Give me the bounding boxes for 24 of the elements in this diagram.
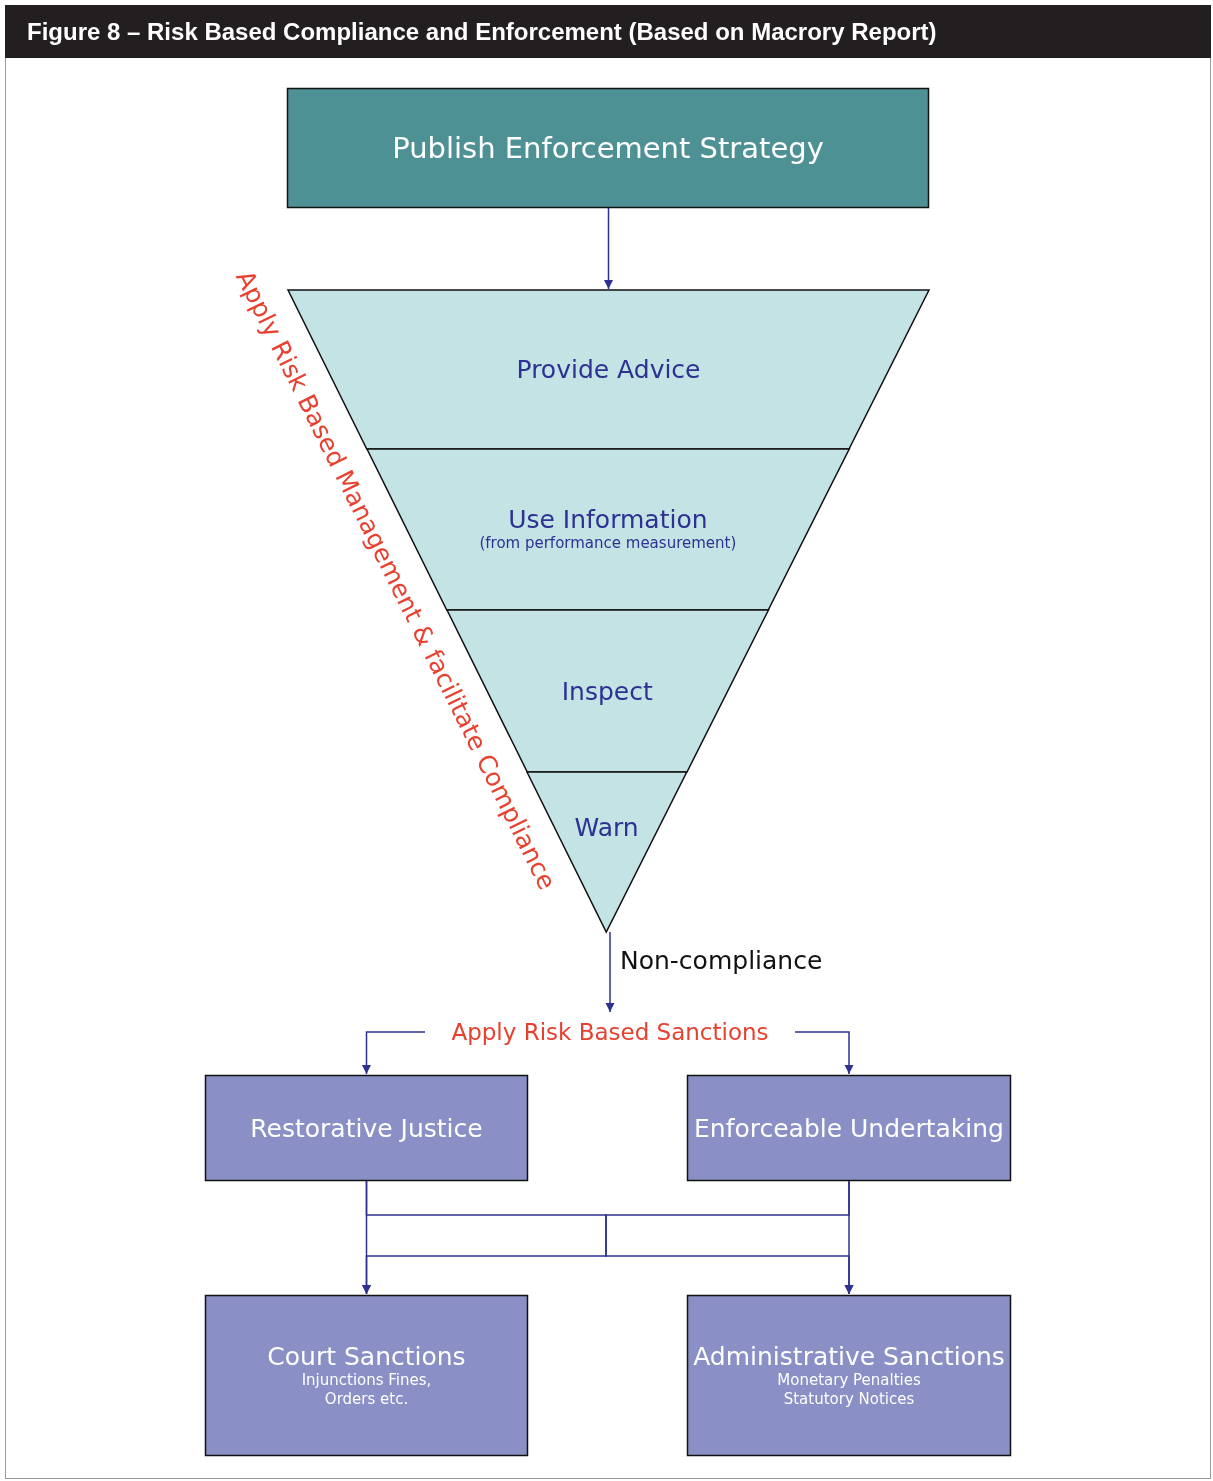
node-subtext: Injunctions Fines, Orders etc. <box>300 1370 433 1410</box>
node-title: Administrative Sanctions <box>693 1341 1005 1371</box>
arrow <box>604 207 613 290</box>
sanction-box <box>205 1295 528 1456</box>
process-box <box>287 88 929 208</box>
arrow <box>362 1031 426 1075</box>
node-title: Warn <box>574 812 639 842</box>
node-title: Restorative Justice <box>250 1113 483 1143</box>
node-subtext: (from performance measurement) <box>479 534 737 554</box>
arrow <box>794 1031 854 1075</box>
node-title: Publish Enforcement Strategy <box>392 131 824 165</box>
sanction-box <box>687 1075 1011 1181</box>
node-title: Enforceable Undertaking <box>694 1113 1004 1143</box>
node-title: Court Sanctions <box>267 1341 466 1371</box>
arrow <box>605 931 615 1013</box>
heading-text: Apply Risk Based Sanctions <box>451 1019 769 1045</box>
figure-title: Figure 8 – Risk Based Compliance and Enforcement (Based on Macrory Report) <box>5 5 1211 58</box>
sanction-box <box>687 1295 1011 1456</box>
node-title: Use Information <box>508 505 708 535</box>
arrow <box>844 1180 854 1295</box>
node-title: Inspect <box>561 676 653 706</box>
sanction-box <box>205 1075 528 1181</box>
node-title: Provide Advice <box>516 355 701 384</box>
node-subtext: Monetary Penalties Statutory Notices <box>776 1370 922 1410</box>
